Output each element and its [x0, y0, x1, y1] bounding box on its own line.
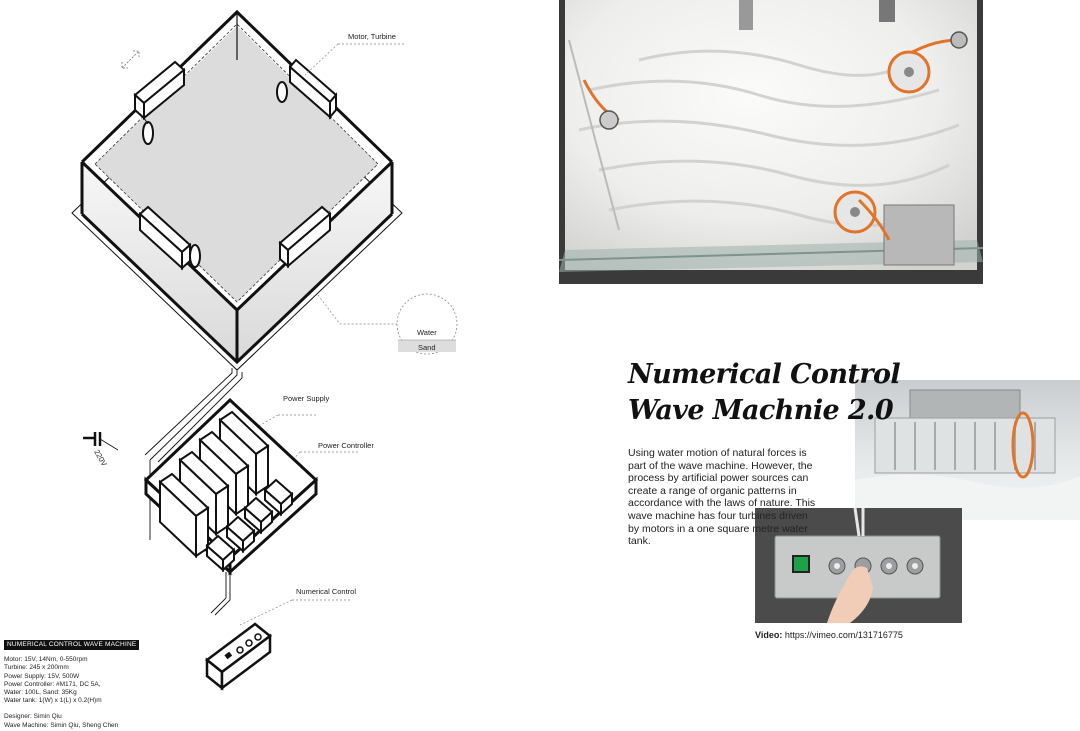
control-cable [210, 572, 231, 616]
motor-turbine-bottom-left [138, 205, 201, 271]
credit-line: Wave Machine: Simin Qiu, Sheng Chen [4, 721, 119, 729]
callout-water: Water [417, 328, 437, 337]
spec-line: Power Supply: 15V, 500W [4, 672, 80, 680]
power-supply-units [158, 410, 270, 559]
water-tank [71, 9, 403, 371]
control-box-photo [755, 508, 962, 623]
spec-line: Water tank: 1(W) x 1(L) x 0.2(H)m [4, 697, 102, 705]
motor-turbine-top-left [133, 60, 186, 145]
spec-line: Turbine: 245 x 200mm [4, 664, 69, 672]
article-title-line1: Numerical Control [628, 359, 901, 390]
motor-turbine-top-right [276, 58, 338, 120]
turbine-photo [855, 380, 1080, 520]
power-controller-units [205, 478, 294, 573]
credit-line: Designer: Simin Qiu [4, 713, 62, 721]
numerical-control-box [204, 622, 273, 691]
video-label: Video: [755, 630, 783, 640]
article-title-line2: Wave Machnie 2.0 [628, 395, 894, 426]
video-link[interactable]: https://vimeo.com/131716775 [784, 630, 903, 640]
article-title: Numerical Control Wave Machnie 2.0 [628, 357, 928, 429]
tank-photo [559, 0, 983, 284]
spec-line: Motor: 15V, 14Nm, 0-550rpm [4, 656, 88, 664]
callout-motor-turbine: Motor, Turbine [348, 32, 396, 41]
cable [144, 368, 243, 540]
spec-title: NUMERICAL CONTROL WAVE MACHINE [4, 640, 140, 651]
callout-sand: Sand [418, 343, 436, 352]
callout-numerical-control: Numerical Control [296, 587, 357, 596]
callout-power-supply: Power Supply [283, 394, 330, 403]
expand-arrow-icon [121, 50, 140, 69]
power-plug-icon [83, 432, 119, 451]
video-link-row: Video: https://vimeo.com/131716775 [755, 630, 903, 640]
spec-line: Power Controller: #M171, DC 5A, [4, 680, 101, 688]
motor-turbine-bottom-right [278, 205, 332, 269]
isometric-diagram [71, 9, 458, 691]
water-sand-detail-circle [396, 293, 458, 355]
spec-line: Water: 100L, Sand: 35Kg [4, 689, 77, 697]
callout-power-controller: Power Controller [318, 441, 374, 450]
article-description: Using water motion of natural forces is … [628, 447, 816, 548]
spec-block: NUMERICAL CONTROL WAVE MACHINE Motor: 15… [4, 640, 204, 730]
